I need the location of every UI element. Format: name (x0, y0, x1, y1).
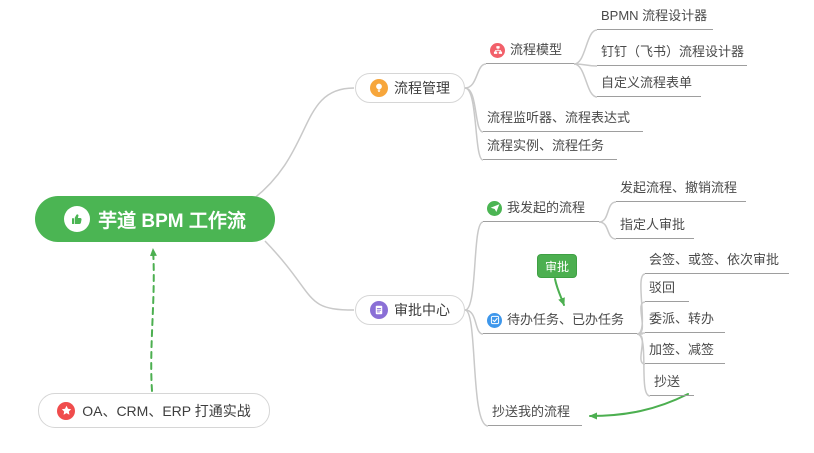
node-approval-center[interactable]: 审批中心 (355, 295, 465, 325)
node-cc[interactable]: 抄送 (650, 374, 694, 396)
node-instance-task[interactable]: 流程实例、流程任务 (483, 138, 617, 160)
node-label: 驳回 (649, 280, 676, 295)
node-label: 抄送我的流程 (492, 404, 571, 419)
bulb-icon (370, 79, 388, 97)
checklist-icon (487, 312, 502, 328)
paper-plane-icon (487, 200, 502, 216)
node-label: 指定人审批 (620, 217, 686, 232)
node-label: 发起流程、撤销流程 (620, 180, 738, 195)
node-add-remove-sign[interactable]: 加签、减签 (645, 342, 725, 364)
node-bpmn-designer[interactable]: BPMN 流程设计器 (597, 8, 713, 30)
node-label: 流程管理 (394, 80, 450, 96)
node-label: 自定义流程表单 (601, 75, 693, 90)
approve-relation-badge[interactable]: 审批 (537, 254, 577, 278)
node-process-management[interactable]: 流程管理 (355, 73, 465, 103)
root-label: 芋道 BPM 工作流 (98, 210, 246, 232)
node-dingtalk-designer[interactable]: 钉钉（飞书）流程设计器 (597, 44, 747, 66)
node-todo-done-tasks[interactable]: 待办任务、已办任务 (483, 312, 637, 334)
node-label: 待办任务、已办任务 (507, 312, 625, 327)
badge-label: 审批 (544, 259, 569, 274)
node-label: 抄送 (654, 374, 681, 389)
node-label: 会签、或签、依次审批 (649, 252, 780, 267)
footnote-arrow (149, 248, 157, 392)
node-label: 加签、减签 (649, 342, 715, 357)
node-delegate-transfer[interactable]: 委派、转办 (645, 311, 725, 333)
approve-arrow (554, 278, 565, 306)
node-reject[interactable]: 驳回 (645, 280, 689, 302)
node-label: 流程模型 (510, 42, 563, 57)
node-label: 我发起的流程 (507, 200, 586, 215)
node-label: 委派、转办 (649, 311, 715, 326)
node-countersign-modes[interactable]: 会签、或签、依次审批 (645, 252, 789, 274)
cc-arrow (589, 393, 689, 420)
node-process-model[interactable]: 流程模型 (486, 42, 574, 64)
node-label: 审批中心 (394, 302, 450, 318)
node-my-initiated-process[interactable]: 我发起的流程 (483, 200, 599, 222)
root-node-bpm-workflow[interactable]: 芋道 BPM 工作流 (35, 196, 275, 242)
star-icon (57, 401, 76, 420)
node-label: OA、CRM、ERP 打通实战 (82, 402, 251, 419)
node-oa-crm-erp-footnote[interactable]: OA、CRM、ERP 打通实战 (38, 393, 270, 428)
node-label: 流程监听器、流程表达式 (487, 110, 631, 125)
node-initiate-cancel-process[interactable]: 发起流程、撤销流程 (616, 180, 746, 202)
node-assignee-approval[interactable]: 指定人审批 (616, 217, 694, 239)
flow-icon (490, 42, 505, 58)
clipboard-icon (370, 301, 388, 319)
node-custom-form[interactable]: 自定义流程表单 (597, 75, 701, 97)
node-label: BPMN 流程设计器 (601, 8, 708, 23)
node-label: 流程实例、流程任务 (487, 138, 605, 153)
node-label: 钉钉（飞书）流程设计器 (601, 44, 745, 59)
node-cc-my-process[interactable]: 抄送我的流程 (488, 404, 582, 426)
thumbs-up-icon (64, 206, 91, 232)
node-listener-expression[interactable]: 流程监听器、流程表达式 (483, 110, 643, 132)
